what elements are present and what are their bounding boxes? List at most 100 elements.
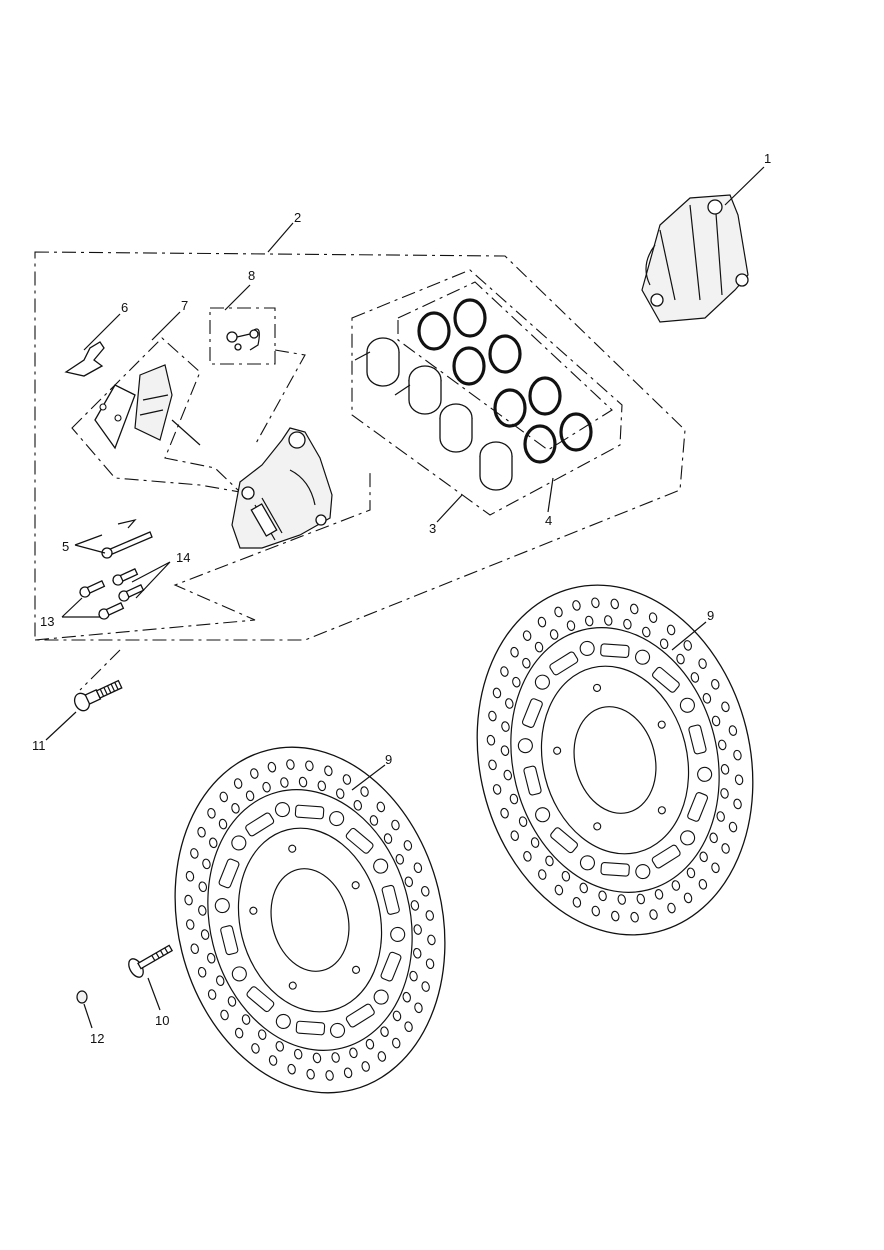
disc-hole <box>219 791 228 803</box>
disc-hole <box>683 892 693 904</box>
disc-hole <box>190 848 199 859</box>
disc-rivet <box>634 649 651 665</box>
disc-hole <box>414 1002 423 1014</box>
disc-hole <box>667 902 676 914</box>
disc-hole <box>360 786 369 797</box>
disc-hole <box>197 966 207 978</box>
disc-hole <box>186 919 195 930</box>
disc-hole <box>267 761 277 773</box>
disc-hole <box>709 832 718 844</box>
disc-hole <box>392 1037 401 1049</box>
hub-bolt-hole <box>657 806 666 815</box>
disc-slot <box>521 698 543 728</box>
disc-hole <box>676 653 685 665</box>
disc-hole <box>721 843 730 854</box>
disc-hole <box>335 788 345 799</box>
disc-hole <box>503 769 512 781</box>
disc-hole <box>306 1068 315 1080</box>
disc-hole <box>380 1026 389 1037</box>
hub-bolt-hole <box>657 720 666 729</box>
disc-rivet <box>231 835 247 851</box>
disc-hole <box>376 801 386 813</box>
disc-hole <box>733 798 742 810</box>
pad-spring <box>64 341 105 377</box>
disc-hole <box>554 606 563 618</box>
disc-slot <box>345 827 374 854</box>
disc-hole <box>492 687 502 699</box>
disc-hole <box>280 777 289 788</box>
disc-hole <box>610 598 619 610</box>
disc-hole <box>286 759 295 770</box>
disc-hole <box>522 657 531 669</box>
disc-slot <box>651 844 681 869</box>
disc-hole <box>245 790 255 802</box>
disc-rivet <box>214 898 230 914</box>
disc-hole <box>377 1051 387 1062</box>
disc-rivet <box>275 1013 291 1030</box>
disc-hole <box>579 882 588 894</box>
disc-hole <box>728 821 738 833</box>
disc-hole <box>630 603 639 615</box>
disc-hole <box>268 1055 278 1066</box>
disc-hole <box>683 640 692 651</box>
disc-hole <box>391 819 400 831</box>
disc-hole <box>522 630 532 641</box>
disc-hole <box>698 879 708 890</box>
disc-slot <box>381 884 400 915</box>
disc-hole <box>421 885 430 897</box>
disc-hole <box>331 1052 340 1063</box>
disc-hole <box>412 947 422 959</box>
disc-hole <box>728 725 738 736</box>
disc-hole <box>425 910 434 921</box>
disc-hole <box>312 1052 322 1064</box>
disc-hole <box>611 910 620 922</box>
disc-hole <box>200 929 210 940</box>
disc-bolt <box>128 944 174 978</box>
disc-hole <box>409 970 418 982</box>
disc-hole <box>591 597 600 609</box>
disc-hole <box>648 612 658 623</box>
hub-bolt-hole <box>592 683 602 692</box>
bleed-screws <box>79 579 125 620</box>
disc-slot <box>218 858 240 889</box>
seals <box>417 298 593 464</box>
pin-kit-boundary <box>209 307 306 446</box>
caliper-assembly <box>641 194 749 323</box>
disc-hole <box>538 869 547 880</box>
disc-hole <box>233 778 243 789</box>
disc-hole <box>369 815 379 826</box>
disc-hole <box>501 721 510 732</box>
hub-bolt-hole <box>351 965 361 974</box>
disc-rivet <box>390 926 406 942</box>
disc-hole <box>686 867 696 879</box>
disc-hole <box>537 616 547 628</box>
disc-slot <box>652 666 680 693</box>
disc-rivet <box>697 766 713 782</box>
callout-12: 12 <box>90 1031 104 1046</box>
disc-hole <box>545 855 554 867</box>
disc-hole <box>197 826 206 838</box>
disc-hole <box>215 975 225 987</box>
disc-hole <box>392 1010 402 1022</box>
disc-hole <box>227 996 237 1007</box>
disc-hole <box>349 1047 358 1059</box>
callout-1: 1 <box>764 151 771 166</box>
disc-hole <box>512 676 521 688</box>
retaining-clips <box>226 328 260 351</box>
pad-kit-boundary <box>71 337 242 493</box>
disc-hole <box>636 893 646 905</box>
disc-hole <box>185 870 195 882</box>
disc-hole <box>317 780 327 792</box>
disc-rivet <box>680 830 696 846</box>
disc-rivet <box>534 674 550 690</box>
disc-hole <box>488 759 497 771</box>
callout-14: 14 <box>176 550 190 565</box>
disc-hole <box>500 666 509 677</box>
disc-hole <box>343 1067 353 1079</box>
piston-kit-boundary <box>351 269 623 516</box>
disc-hole <box>698 658 707 669</box>
disc-rivet <box>635 864 651 880</box>
disc-hole <box>654 889 664 900</box>
disc-hole <box>510 830 519 841</box>
disc-hole <box>630 911 639 923</box>
